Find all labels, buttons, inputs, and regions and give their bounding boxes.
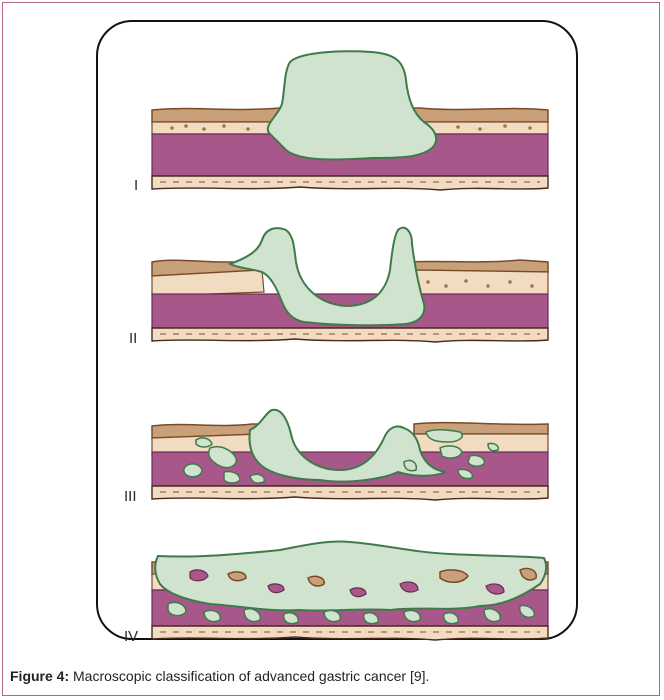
type-ii-label: II (129, 330, 137, 347)
type-i-label: I (134, 177, 138, 194)
figure-caption-label: Figure 4: (10, 668, 69, 684)
figure-caption-text: Macroscopic classification of advanced g… (73, 668, 429, 684)
figure-caption: Figure 4: Macroscopic classification of … (10, 668, 429, 684)
type-ii-diagram (152, 228, 548, 342)
type-iii-label: III (124, 488, 137, 505)
type-iv-label: IV (124, 628, 138, 645)
type-i-diagram (152, 51, 548, 190)
type-iv-diagram (152, 541, 548, 640)
type-iii-diagram (152, 410, 548, 500)
